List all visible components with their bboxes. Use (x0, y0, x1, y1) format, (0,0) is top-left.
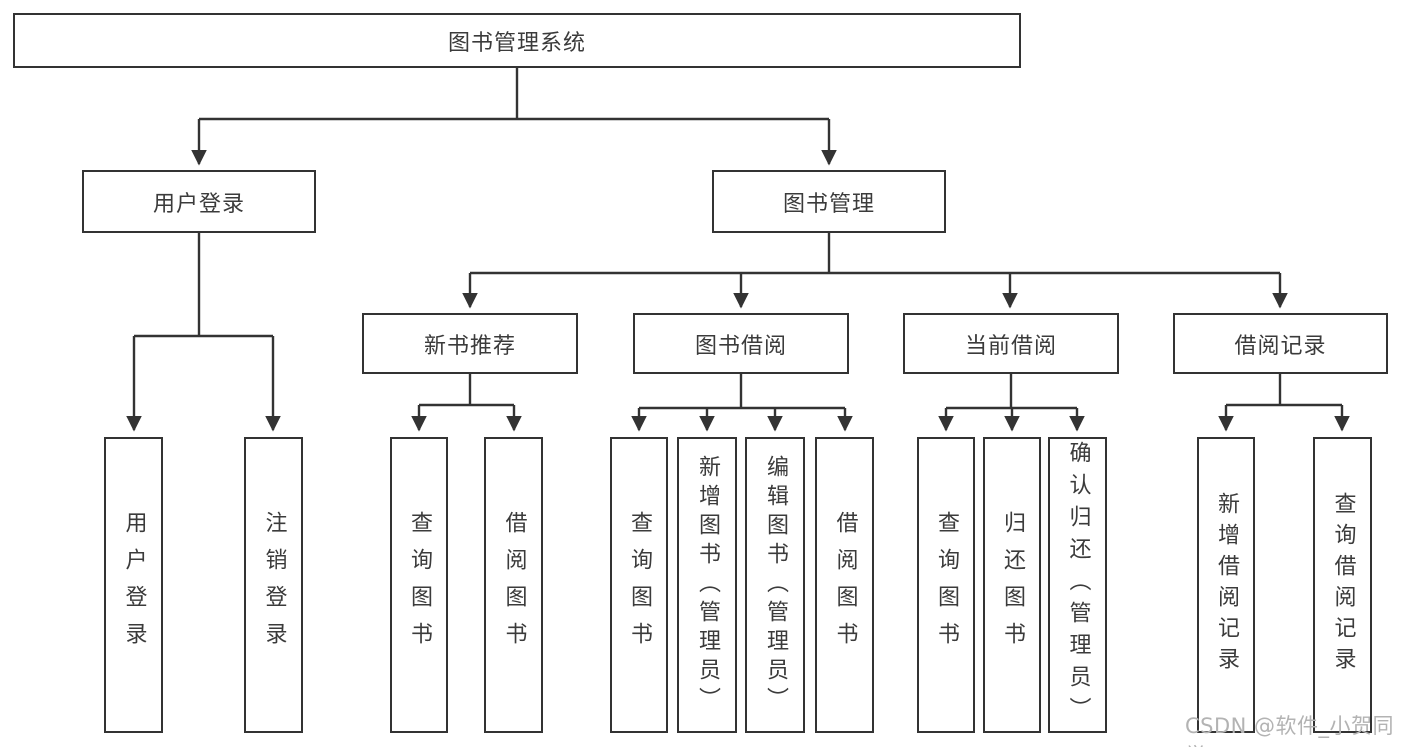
leaf-user-login: 用户登录 (104, 437, 163, 733)
csdn-watermark: CSDN @软件_小贺同学 (1185, 714, 1395, 747)
leaf-borrow-book-recommend: 借阅图书 (484, 437, 543, 733)
leaf-add-borrow-record: 新增借阅记录 (1197, 437, 1255, 733)
node-new-book-recommend: 新书推荐 (362, 313, 578, 374)
node-book-management: 图书管理 (712, 170, 946, 233)
node-current-borrow: 当前借阅 (903, 313, 1119, 374)
node-library-system: 图书管理系统 (13, 13, 1021, 68)
leaf-query-book-recommend: 查询图书 (390, 437, 448, 733)
leaf-edit-book-admin: 编辑图书（管理员） (745, 437, 805, 733)
node-user-login: 用户登录 (82, 170, 316, 233)
node-book-borrow: 图书借阅 (633, 313, 849, 374)
leaf-query-borrow-record: 查询借阅记录 (1313, 437, 1372, 733)
leaf-confirm-return-admin: 确认归还（管理员） (1048, 437, 1107, 733)
node-borrow-records: 借阅记录 (1173, 313, 1388, 374)
leaf-return-book: 归还图书 (983, 437, 1041, 733)
leaf-query-book-current: 查询图书 (917, 437, 975, 733)
leaf-logout: 注销登录 (244, 437, 303, 733)
leaf-add-book-admin: 新增图书（管理员） (677, 437, 737, 733)
leaf-query-book-borrow: 查询图书 (610, 437, 668, 733)
leaf-borrow-book: 借阅图书 (815, 437, 874, 733)
